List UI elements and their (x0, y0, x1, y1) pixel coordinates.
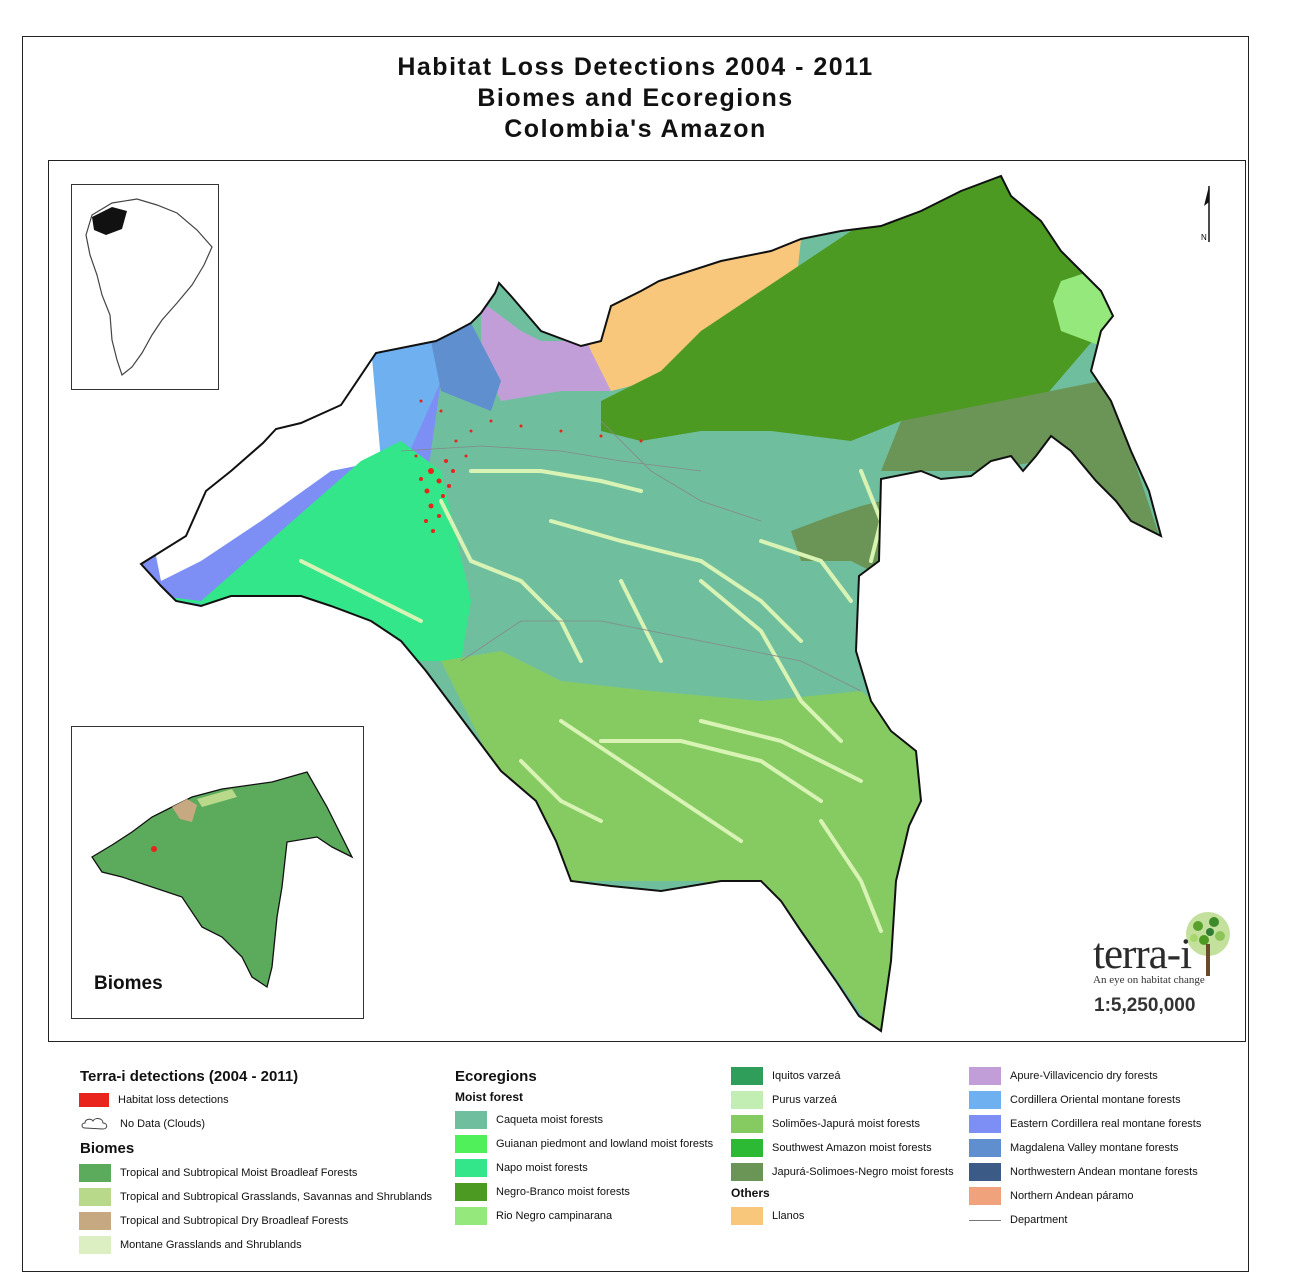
southwest-amazon-swatch (731, 1138, 763, 1157)
legend-item-biome-moist: Tropical and Subtropical Moist Broadleaf… (79, 1163, 357, 1182)
legend-item-no-data: No Data (Clouds) (79, 1114, 205, 1133)
biome-montane-swatch (79, 1235, 111, 1254)
legend-others-heading: Others (731, 1186, 770, 1200)
legend-item-japura-solimoes-negro: Japurá-Solimoes-Negro moist forests (731, 1162, 954, 1181)
grassland-area (197, 789, 237, 807)
biome-grassland-swatch (79, 1187, 111, 1206)
solimoes-japura-swatch (731, 1114, 763, 1133)
legend-item-biome-dry: Tropical and Subtropical Dry Broadleaf F… (79, 1211, 348, 1230)
habitat-loss-swatch (79, 1092, 109, 1107)
apure-swatch (969, 1066, 1001, 1085)
legend-item-napo: Napo moist forests (455, 1158, 588, 1177)
biomes-inset (71, 726, 364, 1019)
purus-swatch (731, 1090, 763, 1109)
south-america-locator-map (85, 198, 213, 377)
north-arrow-label: N (1201, 233, 1207, 242)
napo-swatch (455, 1158, 487, 1177)
legend-item-negro-branco: Negro-Branco moist forests (455, 1182, 630, 1201)
legend-item-magdalena: Magdalena Valley montane forests (969, 1138, 1179, 1157)
biomes-inset-label: Biomes (94, 973, 163, 994)
legend-item-southwest-amazon: Southwest Amazon moist forests (731, 1138, 932, 1157)
cloud-outline-icon (81, 1117, 108, 1130)
paramo-swatch (969, 1186, 1001, 1205)
northwestern-andean-swatch (969, 1162, 1001, 1181)
north-arrow-icon: N (1201, 186, 1210, 242)
legend-biomes-heading: Biomes (80, 1140, 135, 1157)
biome-moist-swatch (79, 1163, 111, 1182)
legend-item-apure: Apure-Villavicencio dry forests (969, 1066, 1158, 1085)
cordillera-oriental-swatch (969, 1090, 1001, 1109)
legend-item-paramo: Northern Andean páramo (969, 1186, 1134, 1205)
map-title: Habitat Loss Detections 2004 - 2011 Biom… (22, 52, 1249, 145)
legend-item-llanos: Llanos (731, 1206, 804, 1225)
rio-negro-swatch (455, 1206, 487, 1225)
legend-item-caqueta: Caqueta moist forests (455, 1110, 603, 1129)
legend-item-eastern-cordillera: Eastern Cordillera real montane forests (969, 1114, 1201, 1133)
legend-item-biome-montane: Montane Grasslands and Shrublands (79, 1235, 302, 1254)
terra-i-tagline: An eye on habitat change (1093, 974, 1205, 986)
eastern-cordillera-swatch (969, 1114, 1001, 1133)
legend-item-rio-negro: Rio Negro campinarana (455, 1206, 612, 1225)
legend-item-habitat-loss: Habitat loss detections (79, 1090, 229, 1109)
iquitos-swatch (731, 1066, 763, 1085)
department-line-swatch (969, 1211, 1001, 1229)
magdalena-swatch (969, 1138, 1001, 1157)
negro-branco-swatch (455, 1182, 487, 1201)
legend-item-purus: Purus varzeá (731, 1090, 837, 1109)
japura-solimoes-negro-swatch (731, 1162, 763, 1181)
terra-i-tree-icon (1186, 912, 1230, 976)
map-scale: 1:5,250,000 (1094, 995, 1196, 1016)
terra-i-wordmark: terra-i (1093, 931, 1192, 978)
legend-terrai-heading: Terra-i detections (2004 - 2011) (80, 1068, 299, 1085)
ecoregion-map (139, 174, 1163, 1033)
caqueta-swatch (455, 1110, 487, 1129)
legend-item-cordillera-oriental: Cordillera Oriental montane forests (969, 1090, 1181, 1109)
title-line-3: Colombia's Amazon (504, 115, 767, 143)
biome-dry-swatch (79, 1211, 111, 1230)
legend-item-department: Department (969, 1210, 1067, 1229)
guianan-swatch (455, 1134, 487, 1153)
south-america-locator-inset (71, 184, 219, 390)
legend-item-guianan: Guianan piedmont and lowland moist fores… (455, 1134, 713, 1153)
colombia-highlight (92, 207, 127, 235)
llanos-swatch (731, 1206, 763, 1225)
dry-broadleaf-area (172, 799, 197, 822)
legend-item-biome-grassland: Tropical and Subtropical Grasslands, Sav… (79, 1187, 432, 1206)
biomes-inset-map (91, 771, 354, 989)
legend-ecoregions-heading: Ecoregions (455, 1068, 537, 1085)
legend-moist-forest-heading: Moist forest (455, 1090, 524, 1104)
title-line-2: Biomes and Ecoregions (477, 84, 794, 112)
legend-item-solimoes-japura: Solimões-Japurá moist forests (731, 1114, 920, 1133)
legend-item-northwestern-andean: Northwestern Andean montane forests (969, 1162, 1198, 1181)
legend-item-iquitos: Iquitos varzeá (731, 1066, 840, 1085)
title-line-1: Habitat Loss Detections 2004 - 2011 (397, 53, 874, 81)
